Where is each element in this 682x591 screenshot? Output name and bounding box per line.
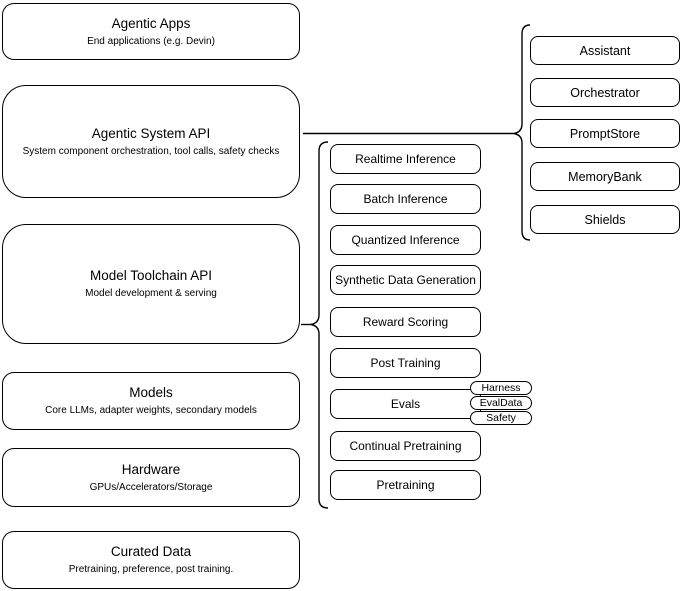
box-title: Model Toolchain API bbox=[89, 268, 213, 283]
evals-tag-label: EvalData bbox=[479, 397, 523, 409]
box-subtitle: System component orchestration, tool cal… bbox=[22, 145, 280, 157]
box-title: Hardware bbox=[121, 461, 181, 477]
toolchain-item-label: Quantized Inference bbox=[351, 233, 460, 247]
box-title: Models bbox=[129, 385, 173, 400]
toolchain-item-label: Synthetic Data Generation bbox=[335, 273, 476, 287]
toolchain-item-batch-inference: Batch Inference bbox=[330, 184, 481, 214]
system-component-promptstore: PromptStore bbox=[530, 119, 680, 148]
box-agentic-system-api: Agentic System API System component orch… bbox=[2, 85, 300, 198]
toolchain-item-pretraining: Pretraining bbox=[330, 470, 481, 500]
toolchain-item-evals: Evals bbox=[330, 389, 481, 419]
system-component-shields: Shields bbox=[530, 205, 680, 234]
system-component-assistant: Assistant bbox=[530, 36, 680, 65]
toolchain-item-post-training: Post Training bbox=[330, 348, 481, 378]
system-brace bbox=[513, 24, 531, 241]
toolchain-item-reward-scoring: Reward Scoring bbox=[330, 307, 481, 337]
toolchain-item-realtime-inference: Realtime Inference bbox=[330, 144, 481, 174]
toolchain-item-label: Post Training bbox=[370, 356, 441, 370]
box-hardware: Hardware GPUs/Accelerators/Storage bbox=[2, 448, 300, 507]
box-title: Agentic System API bbox=[91, 125, 211, 141]
toolchain-item-label: Batch Inference bbox=[363, 192, 448, 206]
box-subtitle: Model development & serving bbox=[85, 288, 217, 299]
box-agentic-apps: Agentic Apps End applications (e.g. Devi… bbox=[2, 3, 300, 60]
box-title: Curated Data bbox=[110, 544, 192, 559]
evals-tag-harness: Harness bbox=[470, 381, 532, 395]
box-subtitle: Core LLMs, adapter weights, secondary mo… bbox=[45, 405, 257, 416]
toolchain-item-label: Reward Scoring bbox=[362, 315, 449, 329]
system-component-label: MemoryBank bbox=[568, 169, 642, 184]
box-subtitle: Pretraining, preference, post training. bbox=[68, 564, 234, 575]
toolchain-item-label: Continual Pretraining bbox=[349, 439, 462, 453]
box-subtitle: GPUs/Accelerators/Storage bbox=[89, 481, 213, 493]
system-component-memorybank: MemoryBank bbox=[530, 162, 680, 191]
box-title: Agentic Apps bbox=[111, 15, 191, 31]
toolchain-item-label: Realtime Inference bbox=[355, 152, 456, 166]
toolchain-item-label: Pretraining bbox=[376, 478, 435, 492]
box-curated-data: Curated Data Pretraining, preference, po… bbox=[2, 531, 300, 589]
evals-tag-evaldata: EvalData bbox=[470, 396, 532, 410]
system-component-label: Assistant bbox=[579, 43, 631, 58]
box-model-toolchain-api: Model Toolchain API Model development & … bbox=[2, 224, 300, 344]
box-models: Models Core LLMs, adapter weights, secon… bbox=[2, 372, 300, 430]
system-component-label: Shields bbox=[584, 212, 626, 227]
toolchain-item-quantized-inference: Quantized Inference bbox=[330, 225, 481, 255]
system-component-orchestrator: Orchestrator bbox=[530, 78, 680, 107]
system-component-label: PromptStore bbox=[569, 126, 641, 141]
toolchain-item-label: Evals bbox=[390, 397, 421, 411]
toolchain-item-continual-pretraining: Continual Pretraining bbox=[330, 431, 481, 461]
evals-tag-label: Harness bbox=[481, 382, 521, 394]
box-subtitle: End applications (e.g. Devin) bbox=[87, 35, 215, 47]
toolchain-item-synthetic-data-generation: Synthetic Data Generation bbox=[330, 265, 481, 295]
toolchain-brace bbox=[310, 141, 329, 509]
evals-tag-label: Safety bbox=[486, 412, 516, 424]
evals-tag-safety: Safety bbox=[470, 411, 532, 425]
system-component-label: Orchestrator bbox=[570, 85, 640, 100]
